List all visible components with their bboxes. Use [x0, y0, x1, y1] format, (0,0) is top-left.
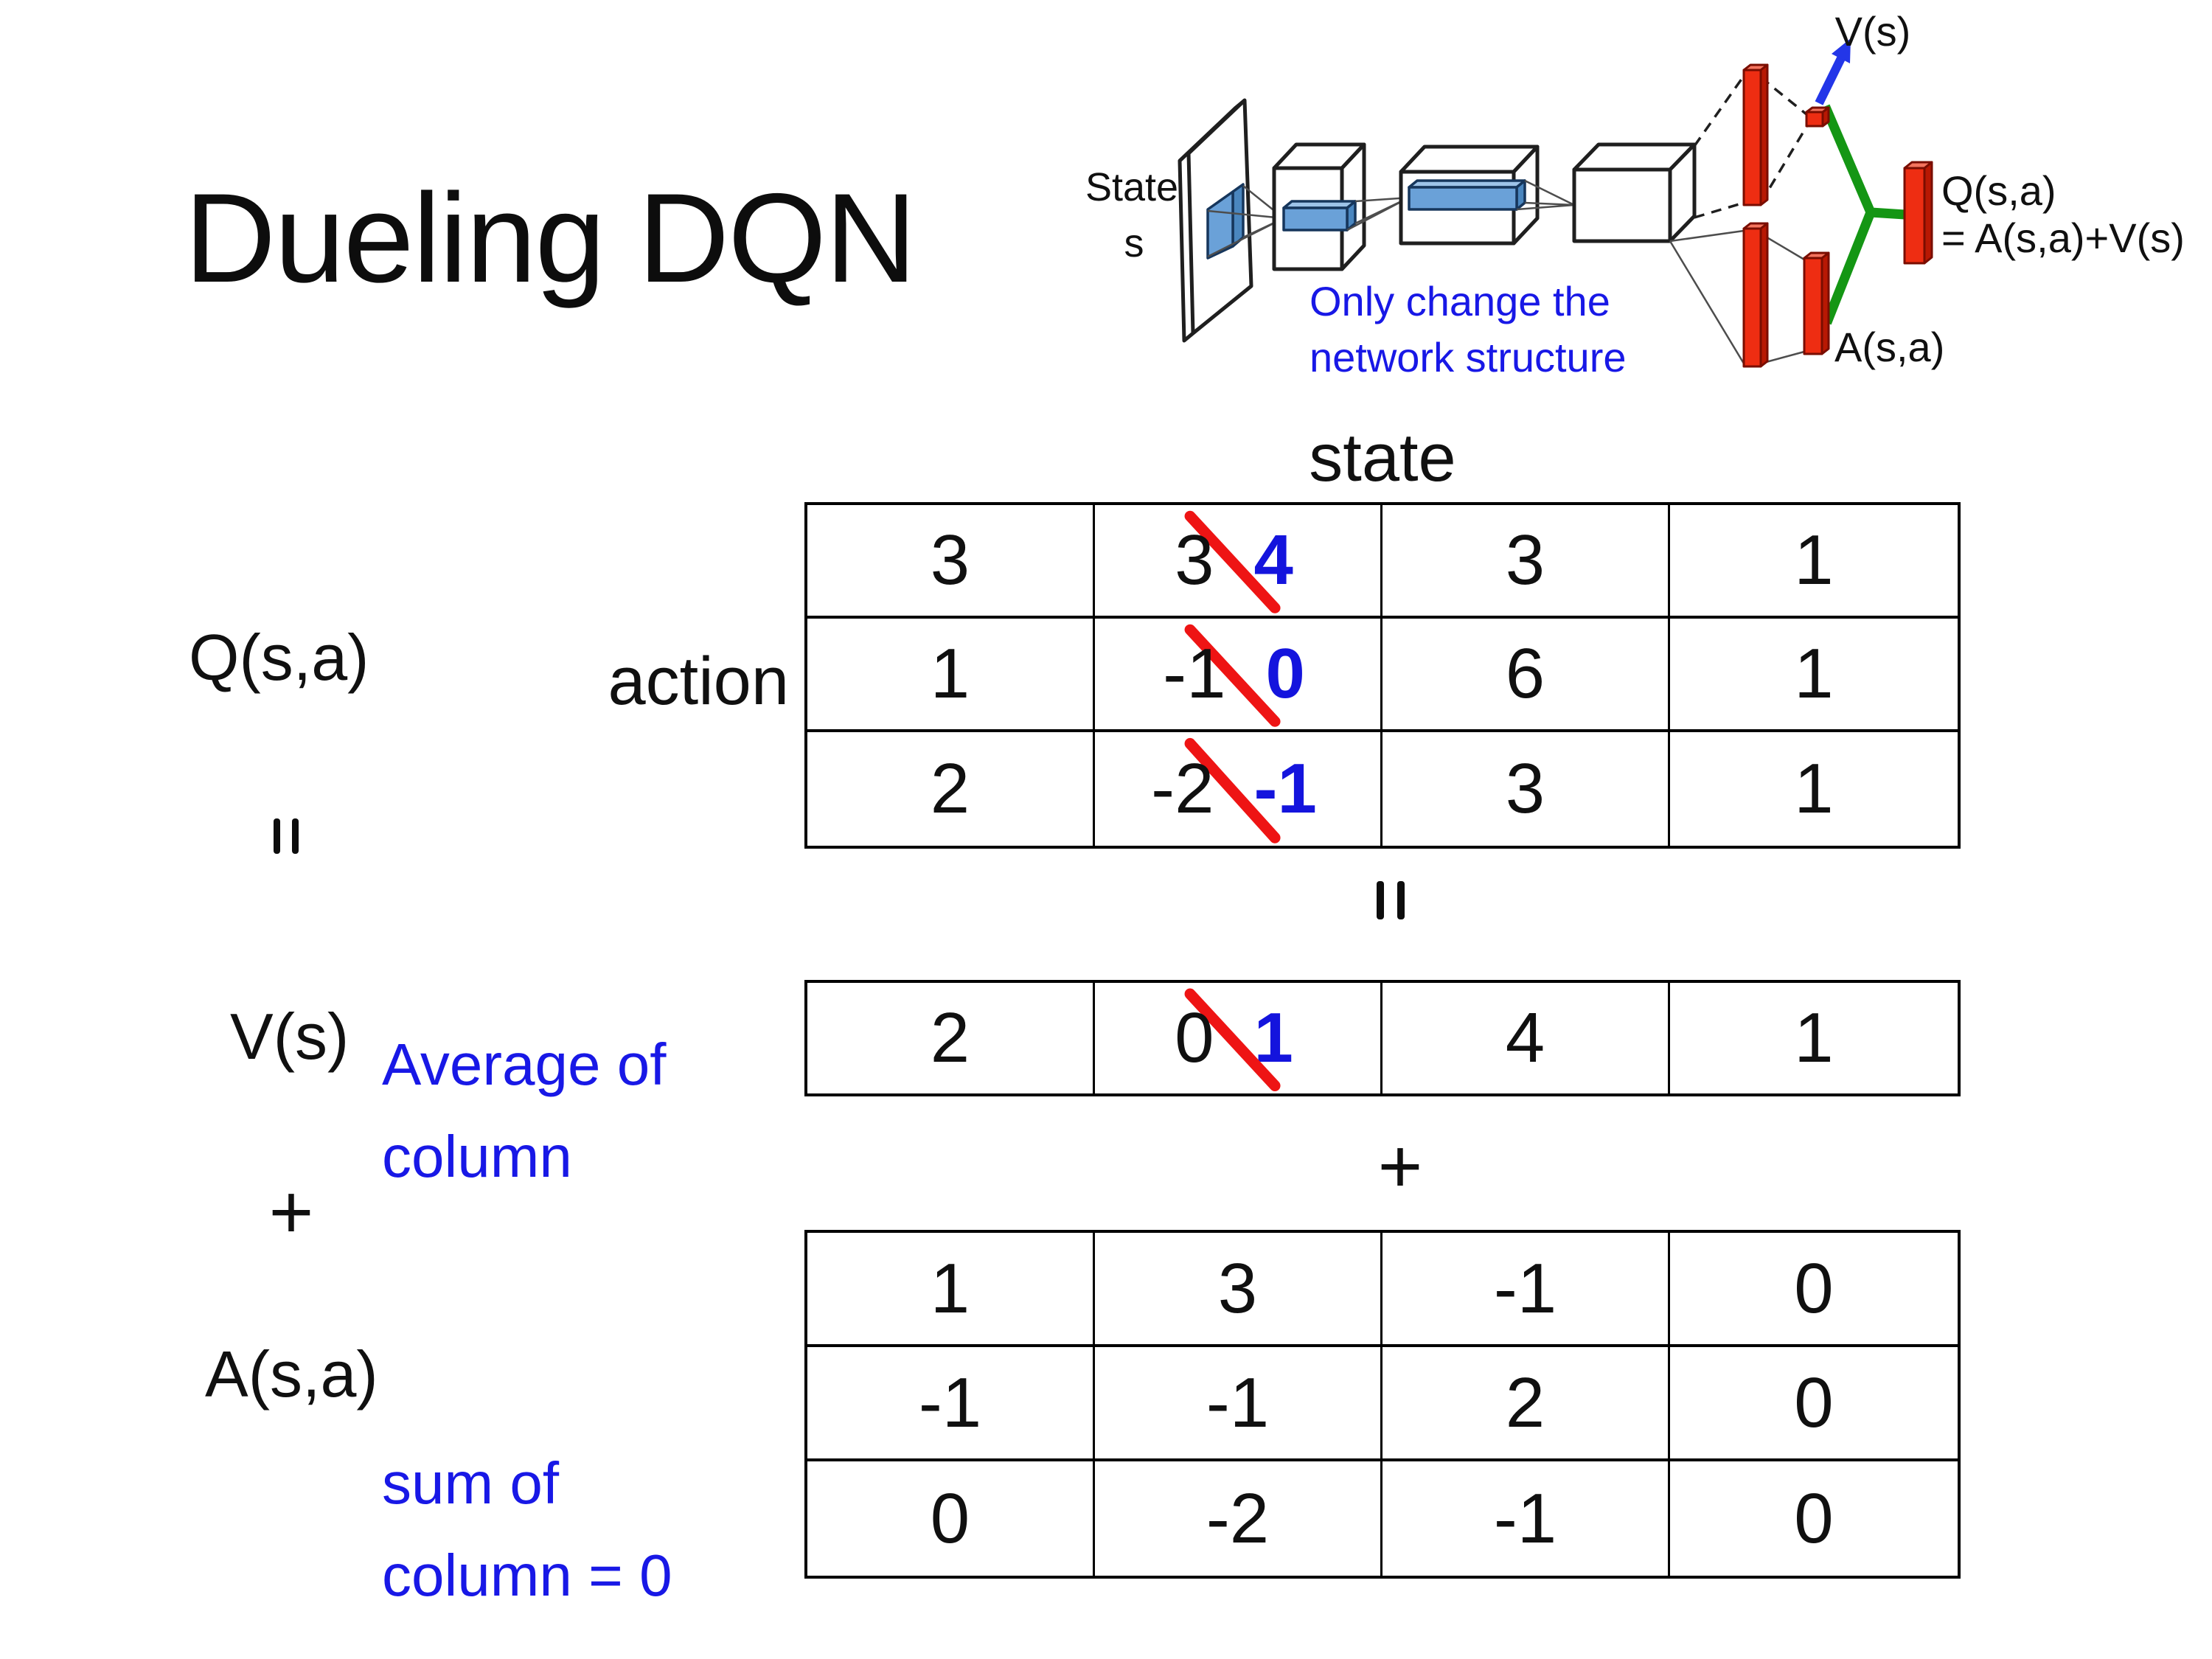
table-cell: 0 — [1670, 1347, 1958, 1461]
cell-value: 1 — [930, 634, 970, 713]
table-cell: 1 — [807, 1233, 1095, 1347]
diagram-note-line2: network structure — [1310, 334, 1627, 380]
crossout-line — [1184, 510, 1281, 613]
v-node — [1805, 106, 1830, 128]
a-matrix-label: A(s,a) — [205, 1338, 378, 1411]
equals-sign-rotated-center — [1377, 881, 1406, 919]
cell-value: 2 — [930, 998, 970, 1077]
crossout-line — [1184, 988, 1281, 1091]
feature-bar-2 — [1408, 186, 1518, 211]
table-cell: 1 — [1670, 983, 1958, 1093]
a-output-label: A(s,a) — [1834, 324, 1944, 370]
table-cell: -2 -1 — [1095, 732, 1382, 846]
plus-sign-center: + — [1377, 1124, 1423, 1209]
table-cell: -1 — [1382, 1233, 1670, 1347]
cell-value: -1 — [1493, 1478, 1557, 1558]
table-cell: 3 — [1382, 505, 1670, 619]
cell-value: 3 — [930, 521, 970, 599]
state-axis-label: state — [1309, 420, 1456, 495]
state-input-label-s: s — [1124, 221, 1144, 265]
table-cell: 1 — [1670, 505, 1958, 619]
crossout-line — [1184, 737, 1281, 844]
crossout-line — [1184, 624, 1281, 727]
old-value: -1 — [1163, 634, 1226, 713]
new-value: -1 — [1253, 749, 1317, 828]
cell-value: -1 — [918, 1363, 982, 1442]
conv-patch — [1206, 190, 1234, 260]
cell-value: 1 — [1794, 634, 1834, 713]
table-cell: 3 — [1382, 732, 1670, 846]
table-cell: 2 — [807, 732, 1095, 846]
cell-value: 2 — [930, 749, 970, 828]
feature-bar-1 — [1282, 206, 1349, 232]
new-value: 0 — [1265, 634, 1305, 713]
q-output-formula: = A(s,a)+V(s) — [1941, 215, 2185, 261]
table-cell: 3 — [1095, 1233, 1382, 1347]
cell-value: 3 — [1505, 521, 1545, 599]
table-cell: 0 — [1670, 1461, 1958, 1576]
plus-sign-left: + — [268, 1169, 314, 1255]
table-cell: -1 — [807, 1347, 1095, 1461]
cell-value: 0 — [1794, 1363, 1834, 1442]
a-node-bar — [1803, 251, 1830, 355]
cell-value: 1 — [1794, 521, 1834, 599]
table-cell: -2 — [1095, 1461, 1382, 1576]
table-cell: 4 — [1382, 983, 1670, 1093]
dueling-network-diagram: State s V(s) Q(s,a) = A(s,a)+V(s) A(s,a)… — [1085, 8, 2185, 380]
cell-value: 0 — [1794, 1248, 1834, 1328]
table-cell: 1 — [1670, 732, 1958, 846]
q-matrix-label: Q(s,a) — [189, 621, 369, 694]
table-cell: -1 0 — [1095, 619, 1382, 732]
action-axis-label: action — [608, 644, 790, 719]
table-cell: -1 — [1382, 1461, 1670, 1576]
cell-value: 4 — [1505, 998, 1545, 1077]
cell-value: -2 — [1206, 1478, 1270, 1558]
v-output-label: V(s) — [1835, 8, 1911, 55]
advantage-table: 1 3 -1 0 -1 -1 2 0 0 -2 -1 0 — [804, 1230, 1961, 1579]
q-output-label: Q(s,a) — [1941, 167, 2056, 214]
table-cell: 0 — [1670, 1233, 1958, 1347]
state-input-label: State — [1085, 165, 1178, 209]
table-cell: 2 — [1382, 1347, 1670, 1461]
cell-value: 1 — [1794, 749, 1834, 828]
cell-value: 1 — [930, 1248, 970, 1328]
advantage-stream-bar — [1742, 222, 1769, 368]
table-cell: 0 — [807, 1461, 1095, 1576]
table-cell: -1 — [1095, 1347, 1382, 1461]
v-arrow — [1815, 56, 1846, 105]
v-matrix-label: V(s) — [230, 1000, 349, 1073]
cell-value: 6 — [1505, 634, 1545, 713]
old-value: 0 — [1175, 998, 1214, 1077]
old-value: 3 — [1175, 521, 1214, 599]
slide-title: Dueling DQN — [184, 167, 917, 309]
sum-of-column-note: sum of column = 0 — [382, 1450, 672, 1608]
cell-value: 3 — [1217, 1248, 1258, 1328]
table-cell: 1 — [807, 619, 1095, 732]
diagram-note-line1: Only change the — [1310, 278, 1610, 324]
table-cell: 6 — [1382, 619, 1670, 732]
cell-value: -1 — [1493, 1248, 1557, 1328]
cell-value: 0 — [930, 1478, 970, 1558]
cell-value: 2 — [1505, 1363, 1545, 1442]
table-cell: 1 — [1670, 619, 1958, 732]
cell-value: -1 — [1206, 1363, 1270, 1442]
cell-value: 1 — [1794, 998, 1834, 1077]
value-stream-bar — [1742, 63, 1769, 206]
equals-sign-rotated-left — [274, 818, 300, 854]
table-cell: 3 — [807, 505, 1095, 619]
old-value: -2 — [1151, 749, 1214, 828]
cell-value: 0 — [1794, 1478, 1834, 1558]
q-output-bar — [1903, 161, 1933, 265]
average-of-column-note: Average of column — [382, 1032, 667, 1189]
cell-value: 3 — [1505, 749, 1545, 828]
table-cell: 2 — [807, 983, 1095, 1093]
